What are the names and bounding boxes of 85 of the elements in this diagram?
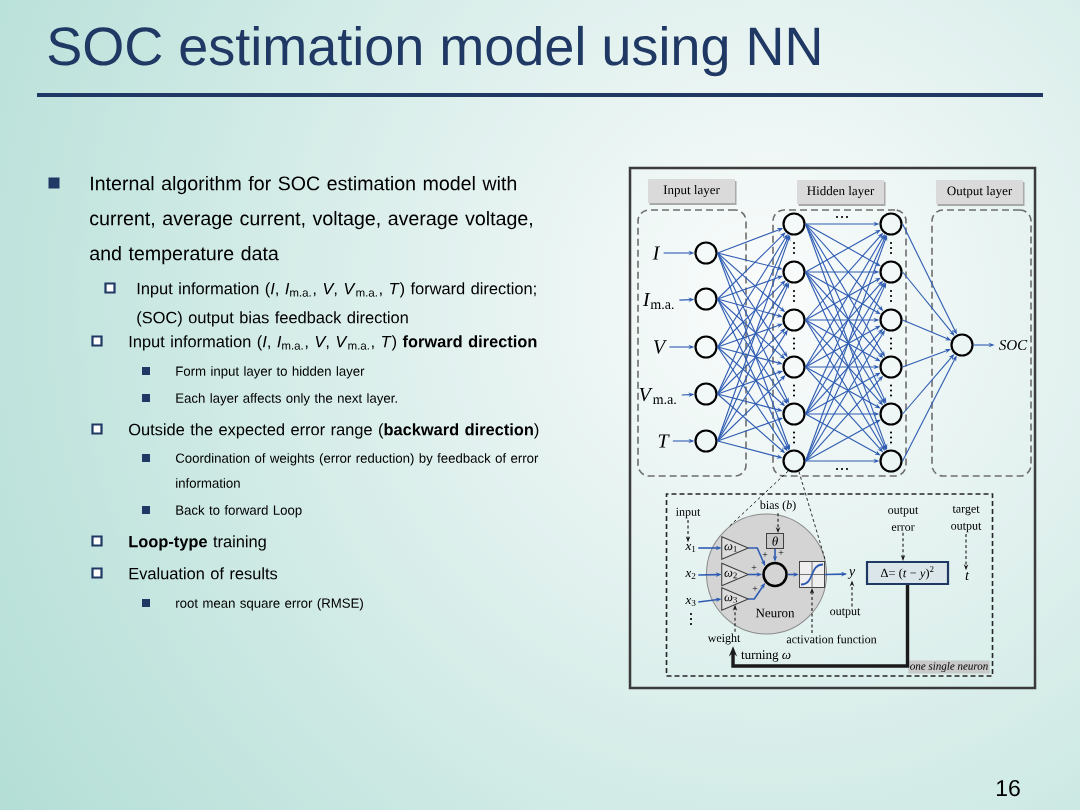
input-variable: V$_{m.a.}$ bbox=[639, 387, 676, 405]
input-variable: I bbox=[652, 246, 661, 260]
arrow bbox=[805, 413, 881, 456]
neuron-node bbox=[879, 355, 903, 379]
input-variable: I$_{m.a.}$ bbox=[642, 292, 674, 310]
neuron-node bbox=[782, 402, 806, 426]
neuron-node bbox=[694, 335, 718, 359]
neuron-node bbox=[694, 382, 718, 406]
bullet-text: Form input layer to hidden layer bbox=[176, 366, 365, 379]
bullet-text: Outside the expected error range (backward direction) bbox=[129, 423, 539, 439]
neuron-node bbox=[879, 260, 903, 284]
bullet-text: Loop-type training bbox=[129, 535, 266, 551]
arrow bbox=[728, 585, 910, 668]
bullet-text: Internal algorithm for SOC estimation model with current, average current, voltage, average voltage, and temperature data bbox=[90, 175, 532, 265]
input-variable: T bbox=[658, 434, 670, 448]
input-label: input bbox=[675, 507, 701, 519]
arrow bbox=[805, 419, 881, 462]
neuron-node bbox=[782, 355, 806, 379]
dashed-group-box bbox=[637, 209, 747, 477]
bullet-text: Input information (I, I$_{m.a.}$, V, V$_{m.a.}$, T) forward direction bbox=[129, 335, 537, 351]
input-signal: x$_{3}$ bbox=[685, 598, 696, 607]
dashed-group-box bbox=[931, 209, 1032, 477]
neuron-node bbox=[694, 287, 718, 311]
error-label: output error bbox=[888, 507, 919, 531]
arrow bbox=[902, 271, 955, 336]
bullet-text: Evaluation of results bbox=[129, 567, 278, 580]
bullet-text: Back to forward Loop bbox=[176, 505, 302, 518]
arrow bbox=[805, 366, 881, 409]
bias-label: bias (b) bbox=[759, 500, 796, 512]
edge-label: + bbox=[751, 565, 757, 570]
input-signal: x$_{2}$ bbox=[685, 571, 696, 579]
layer-label: Hidden layer bbox=[797, 180, 886, 206]
edge-label: + bbox=[762, 552, 768, 557]
bullet-text: Each layer affects only the next layer. bbox=[176, 393, 397, 406]
weight-triangle: ω$_{3}$ bbox=[721, 587, 749, 611]
bullet-text: Coordination of weights (error reduction) by feedback of error information bbox=[175, 453, 539, 488]
weight-triangle: ω$_{2}$ bbox=[721, 562, 749, 587]
bullet-text: root mean square error (RMSE) bbox=[176, 598, 363, 611]
arrow bbox=[805, 325, 881, 368]
edge-label: + bbox=[752, 586, 758, 591]
layer-label: Input layer bbox=[648, 179, 737, 205]
edge-label: turning ω bbox=[741, 650, 791, 662]
activation-label: activation function bbox=[786, 634, 877, 644]
neuron-node bbox=[950, 333, 974, 357]
output-variable: SOC bbox=[999, 339, 1028, 351]
neuron-node bbox=[782, 308, 806, 332]
weight-label: weight bbox=[707, 633, 741, 645]
summation-node bbox=[762, 561, 788, 588]
neuron-node bbox=[879, 308, 903, 332]
dashed-group-box bbox=[772, 209, 907, 477]
layer-label: Output layer bbox=[936, 180, 1025, 206]
neuron-node bbox=[694, 241, 718, 265]
neuron-node bbox=[879, 402, 903, 426]
activation-function-box bbox=[799, 561, 825, 588]
neuron-node bbox=[879, 212, 903, 236]
arrow bbox=[805, 372, 881, 415]
target-label: target output bbox=[951, 505, 982, 533]
slide-title: SOC estimation model using NN bbox=[48, 25, 820, 77]
neuron-node bbox=[879, 449, 903, 473]
edge-label: + bbox=[778, 550, 784, 555]
arrow bbox=[805, 277, 881, 321]
arrow bbox=[805, 223, 881, 267]
input-variable: V bbox=[653, 340, 668, 354]
arrow bbox=[717, 232, 786, 300]
arrow bbox=[717, 375, 786, 442]
weight-triangle: ω$_{1}$ bbox=[721, 536, 749, 560]
target-signal: t bbox=[965, 572, 970, 581]
page-number: 16 bbox=[997, 779, 1020, 797]
output-signal: y bbox=[847, 569, 856, 579]
neuron-node bbox=[782, 212, 806, 236]
dashed-line bbox=[798, 471, 827, 562]
arrow bbox=[805, 229, 881, 273]
bias-box: θ bbox=[766, 533, 784, 549]
neuron-node bbox=[782, 260, 806, 284]
arrow bbox=[786, 572, 799, 577]
arrow bbox=[805, 319, 881, 362]
error-formula-box: Δ= (t − y)$^{2}$ bbox=[865, 560, 950, 586]
input-signal: x$_{1}$ bbox=[685, 544, 696, 552]
neuron-node bbox=[782, 449, 806, 473]
neuron-node bbox=[694, 429, 718, 453]
arrow bbox=[717, 280, 786, 348]
arrow bbox=[805, 271, 881, 315]
arrow bbox=[717, 328, 786, 395]
output-label: output bbox=[830, 608, 861, 618]
dashed-line bbox=[728, 470, 789, 527]
